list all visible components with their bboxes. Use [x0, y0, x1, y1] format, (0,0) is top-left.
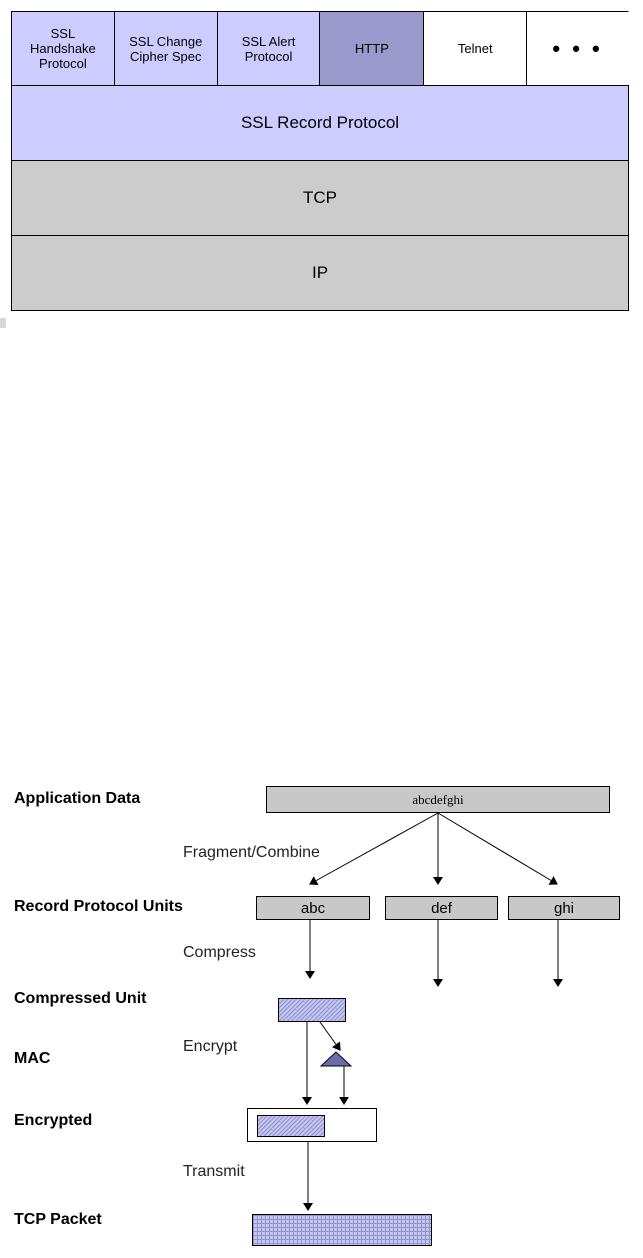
fragment-arrow-ghi — [437, 812, 558, 885]
mac-triangle — [319, 1051, 353, 1067]
ssl-record-protocol-layer: SSL Record Protocol — [11, 85, 629, 161]
row-label-encrypted: Encrypted — [14, 1112, 93, 1129]
row-label-mac: MAC — [14, 1050, 51, 1067]
tcp-layer: TCP — [11, 160, 629, 236]
encrypted-data-box — [257, 1115, 325, 1137]
ssl-handshake-protocol-cell: SSL Handshake Protocol — [11, 11, 115, 86]
row-label-compressed-unit: Compressed Unit — [14, 990, 147, 1007]
record-unit-ghi: ghi — [508, 896, 620, 920]
record-unit-abc: abc — [256, 896, 370, 920]
fragment-arrow-abc — [309, 812, 439, 885]
step-transmit: Transmit — [183, 1163, 245, 1180]
ip-layer: IP — [11, 235, 629, 311]
row-label-application-data: Application Data — [14, 790, 141, 807]
application-data-box: abcdefghi — [266, 786, 610, 813]
step-fragment-combine: Fragment/Combine — [183, 844, 320, 861]
more-protocols-cell: • • • — [526, 11, 629, 86]
row-label-record-protocol-units: Record Protocol Units — [14, 898, 183, 915]
ssl-alert-protocol-cell: SSL Alert Protocol — [216, 11, 321, 86]
mac-arrow — [319, 1021, 341, 1051]
ssl-change-cipher-spec-cell: SSL Change Cipher Spec — [113, 11, 218, 86]
http-cell: HTTP — [319, 11, 425, 86]
protocol-stack-diagram: SSL Handshake Protocol SSL Change Cipher… — [11, 11, 629, 311]
compressed-unit-box — [278, 998, 346, 1022]
ssl-record-flow-diagram: Application Data Record Protocol Units C… — [0, 760, 643, 1258]
edge-marker — [0, 318, 6, 328]
row-label-tcp-packet: TCP Packet — [14, 1211, 102, 1228]
application-layer-row: SSL Handshake Protocol SSL Change Cipher… — [11, 11, 629, 86]
tcp-packet-box — [252, 1214, 432, 1246]
step-encrypt: Encrypt — [183, 1038, 238, 1055]
step-compress: Compress — [183, 944, 256, 961]
record-unit-def: def — [385, 896, 498, 920]
telnet-cell: Telnet — [423, 11, 528, 86]
